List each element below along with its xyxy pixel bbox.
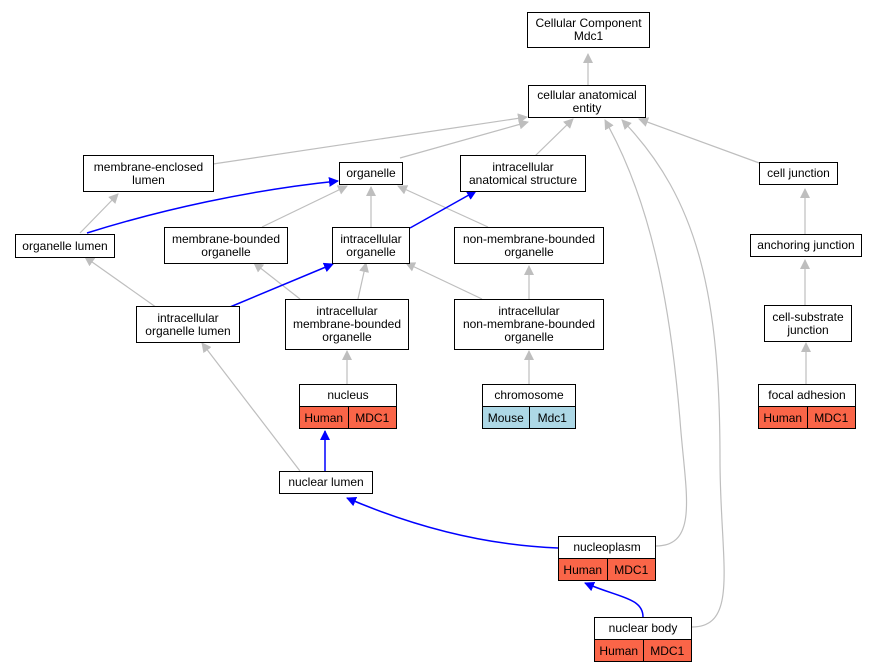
node-anchoring-junction[interactable]: anchoring junction [750,234,862,257]
annotation-focal-adhesion: Human MDC1 [758,406,856,429]
annotation-nucleoplasm: Human MDC1 [558,558,656,581]
node-membrane-enclosed-lumen[interactable]: membrane-enclosed lumen [83,155,214,192]
edge-org-cae [399,119,529,159]
edge-nb-cae [621,119,725,628]
edge-imbo-mbo [253,262,301,300]
node-cell-substrate-junction[interactable]: cell-substrate junction [764,305,852,342]
annotation-gene: MDC1 [606,559,655,580]
node-intracellular-anatomical-structure[interactable]: intracellular anatomical structure [460,155,586,192]
edge-cj-cae [638,117,763,165]
node-nuclear-lumen[interactable]: nuclear lumen [279,471,373,494]
edge-ias-cae [534,118,574,157]
gray-edges [79,53,811,628]
annotation-gene: Mdc1 [528,407,575,428]
annotation-chromosome: Mouse Mdc1 [482,406,576,429]
node-non-membrane-bounded-organelle[interactable]: non-membrane-bounded organelle [454,227,604,264]
edge-ol-mel [79,193,119,234]
node-cellular-component-mdc1[interactable]: Cellular Component Mdc1 [527,12,650,48]
annotation-species: Human [300,407,348,428]
node-intracellular-organelle-lumen[interactable]: intracellular organelle lumen [136,306,240,343]
edge-iol-ol [84,256,161,311]
node-intracellular-membrane-bounded-organelle[interactable]: intracellular membrane-bounded organelle [285,299,409,350]
node-focal-adhesion[interactable]: focal adhesion [758,384,856,407]
edge-nl-iol [201,342,301,472]
node-nucleus[interactable]: nucleus [299,384,397,407]
annotation-nuclear-body: Human MDC1 [594,639,692,662]
annotation-gene: MDC1 [642,640,691,661]
annotation-species: Human [759,407,807,428]
node-chromosome[interactable]: chromosome [482,384,576,407]
annotation-species: Mouse [483,407,529,428]
blue-edges [86,176,644,618]
annotation-gene: MDC1 [806,407,855,428]
edge-nb-np [584,581,644,618]
annotation-species: Human [595,640,643,661]
edge-ol-org [86,176,339,234]
edge-mbo-org [261,185,348,228]
edge-np-cae [604,119,688,547]
node-intracellular-organelle[interactable]: intracellular organelle [332,227,410,264]
edge-inmbo-io [405,262,483,300]
edge-imbo-io [357,262,369,300]
edge-mel-cae [212,113,528,165]
node-organelle-lumen[interactable]: organelle lumen [15,234,115,258]
edge-iol-io [229,262,334,308]
annotation-species: Human [559,559,607,580]
node-cellular-anatomical-entity[interactable]: cellular anatomical entity [528,85,646,118]
edge-io-ias [409,190,477,229]
annotation-nucleus: Human MDC1 [299,406,397,429]
annotation-gene: MDC1 [347,407,396,428]
edge-np-nl [346,496,559,549]
node-nucleoplasm[interactable]: nucleoplasm [558,536,656,559]
node-nuclear-body[interactable]: nuclear body [594,617,692,640]
edge-nmbo-org [397,185,489,228]
node-cell-junction[interactable]: cell junction [759,162,838,185]
node-membrane-bounded-organelle[interactable]: membrane-bounded organelle [164,227,288,264]
node-organelle[interactable]: organelle [339,162,403,185]
node-intracellular-non-membrane-bounded-organelle[interactable]: intracellular non-membrane-bounded organ… [454,299,604,350]
